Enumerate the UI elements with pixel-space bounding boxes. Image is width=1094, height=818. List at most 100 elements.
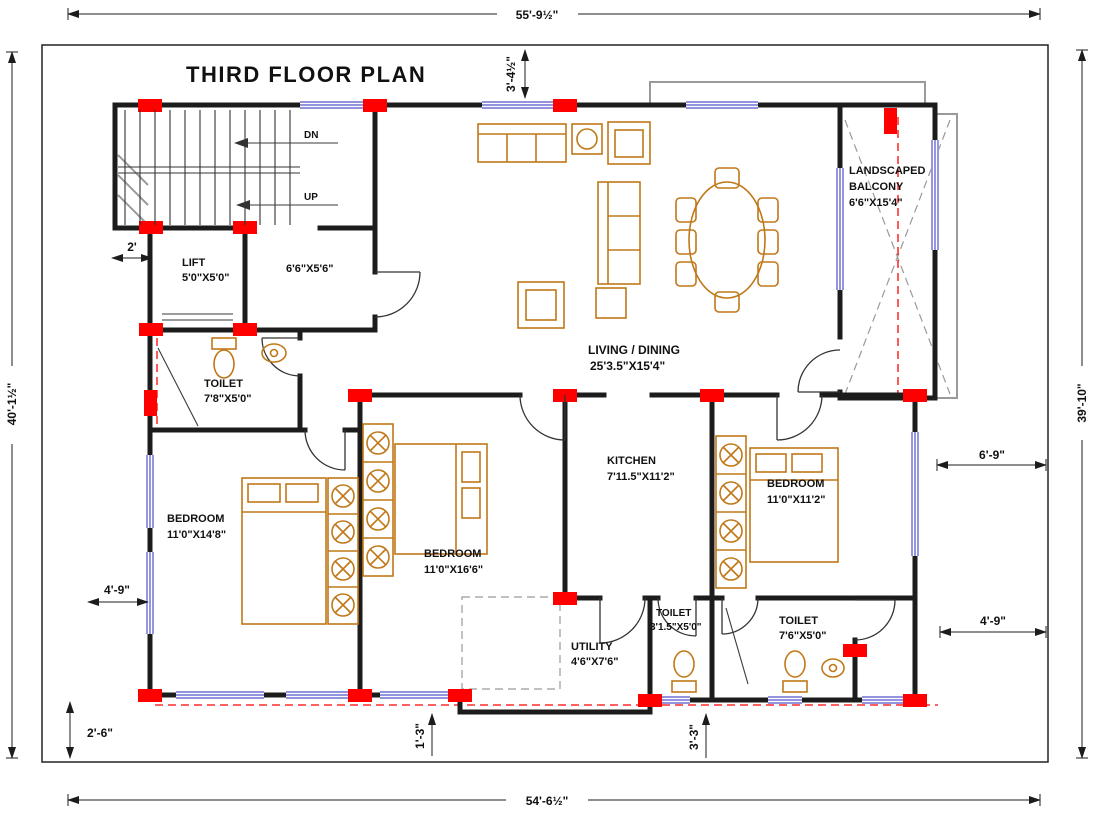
bedroom-right-size: 11'0"X11'2" <box>767 494 826 506</box>
doors <box>261 271 896 644</box>
door-toilet-right <box>721 597 759 635</box>
reference-lines <box>117 81 958 690</box>
door-lobby-living <box>374 271 421 318</box>
dim-left-text: 40'-1½" <box>5 383 19 426</box>
stair-down-arrowhead <box>234 138 248 148</box>
window-left-2 <box>146 552 154 634</box>
dim-right-text: 39'-10" <box>1075 383 1089 422</box>
dim-bottom-step-text: 1'-3" <box>413 723 427 749</box>
dining-set <box>675 167 779 313</box>
door-balcony <box>797 349 841 393</box>
dim-bottom-right-step-text: 3'-3" <box>687 724 701 750</box>
toilet-left-wc <box>211 337 237 379</box>
living-dining-size: 25'3.5"X15'4" <box>590 359 665 373</box>
window-bottom-1 <box>176 691 264 699</box>
roof-overhang-line <box>649 81 926 103</box>
door-toilet-left <box>261 337 301 377</box>
column <box>903 694 927 707</box>
lobby-size: 6'6"X5'6" <box>286 263 333 275</box>
dim-bottom-text: 54'-6½" <box>526 794 569 808</box>
toilet-left-size: 7'8"X5'0" <box>204 393 251 405</box>
wardrobe-center <box>362 423 394 577</box>
column <box>233 323 257 336</box>
door-bedroom-center <box>519 394 566 441</box>
door-bedroom-right <box>776 394 823 441</box>
balcony-open-to-sky-cross <box>844 119 951 395</box>
utility-dashed-outline <box>461 596 561 690</box>
stair-landing-rail <box>118 166 300 174</box>
dim-right-ticks <box>1076 49 1088 759</box>
column <box>138 689 162 702</box>
kitchen-size: 7'11.5"X11'2" <box>607 471 675 483</box>
fixtures <box>157 337 845 693</box>
utility-size: 4'6"X7'6" <box>571 656 618 668</box>
dim-right-upper-text: 6'-9" <box>979 448 1005 462</box>
toilet-right-size: 7'6"X5'0" <box>779 630 826 642</box>
toilet-small-label: TOILET <box>656 608 691 619</box>
toilet-right-wc <box>782 650 808 693</box>
stair-down-label: DN <box>304 130 318 141</box>
balcony-label-2: BALCONY <box>849 181 904 193</box>
column <box>884 108 897 134</box>
column <box>448 689 472 702</box>
sofa-set <box>477 121 651 329</box>
lift-size: 5'0"X5'0" <box>182 272 229 284</box>
bed-right <box>749 447 839 563</box>
staircase: DN UP <box>118 110 338 321</box>
window-top-3 <box>686 101 758 109</box>
page-title: THIRD FLOOR PLAN <box>186 62 426 87</box>
balcony-size: 6'6"X15'4" <box>849 197 903 209</box>
window-right-1 <box>911 432 919 556</box>
door-bedroom-left <box>304 429 346 471</box>
door-nook <box>854 599 896 641</box>
dim-right-lower-ticks <box>939 626 1047 638</box>
column <box>139 221 163 234</box>
toilet-left-sink <box>261 343 287 363</box>
column <box>233 221 257 234</box>
column <box>144 390 157 416</box>
setback-lines <box>155 117 938 706</box>
wardrobe-right <box>715 435 747 589</box>
dim-right-upper-ticks <box>936 459 1047 471</box>
toilet-small-size: 3'1.5"X5'0" <box>650 622 702 633</box>
bedroom-center-label: BEDROOM <box>424 548 481 560</box>
dim-left-mid-text: 4'-9" <box>104 583 130 597</box>
column <box>700 389 724 402</box>
furniture <box>241 121 839 625</box>
dim-left-ticks <box>6 51 18 759</box>
property-boundary <box>41 44 1049 763</box>
windows <box>146 101 939 704</box>
living-dining-label: LIVING / DINING <box>588 343 680 357</box>
utility-label: UTILITY <box>571 641 613 653</box>
window-top-2 <box>482 101 556 109</box>
columns <box>138 99 927 707</box>
lift-label: LIFT <box>182 257 205 269</box>
door-toilet-small <box>657 597 697 637</box>
dim-left-bottom-text: 2'-6" <box>87 726 113 740</box>
window-balcony-left <box>836 168 844 290</box>
toilet-left-label: TOILET <box>204 378 243 390</box>
window-left-1 <box>146 455 154 528</box>
labels: THIRD FLOOR PLAN LIFT 5'0"X5'0" 6'6"X5'6… <box>167 62 925 668</box>
bedroom-center-size: 11'0"X16'6" <box>424 564 483 576</box>
wall-utility-jog <box>457 692 653 715</box>
window-bottom-3 <box>380 691 448 699</box>
window-top-1 <box>300 101 372 109</box>
window-balcony-right <box>931 140 939 250</box>
column <box>553 99 577 112</box>
bedroom-left-label: BEDROOM <box>167 513 224 525</box>
column <box>553 592 577 605</box>
dim-top-ticks <box>67 8 1041 20</box>
dim-top-offset-text: 3'-4½" <box>504 56 518 92</box>
toilet-right-label: TOILET <box>779 615 818 627</box>
window-bottom-6 <box>862 696 904 704</box>
toilet-left-shower-line <box>157 347 199 427</box>
window-bottom-2 <box>286 691 352 699</box>
bed-left <box>241 477 327 625</box>
column <box>348 389 372 402</box>
balcony-outer-edge <box>935 113 958 399</box>
column <box>139 323 163 336</box>
bedroom-right-label: BEDROOM <box>767 478 824 490</box>
column <box>638 694 662 707</box>
